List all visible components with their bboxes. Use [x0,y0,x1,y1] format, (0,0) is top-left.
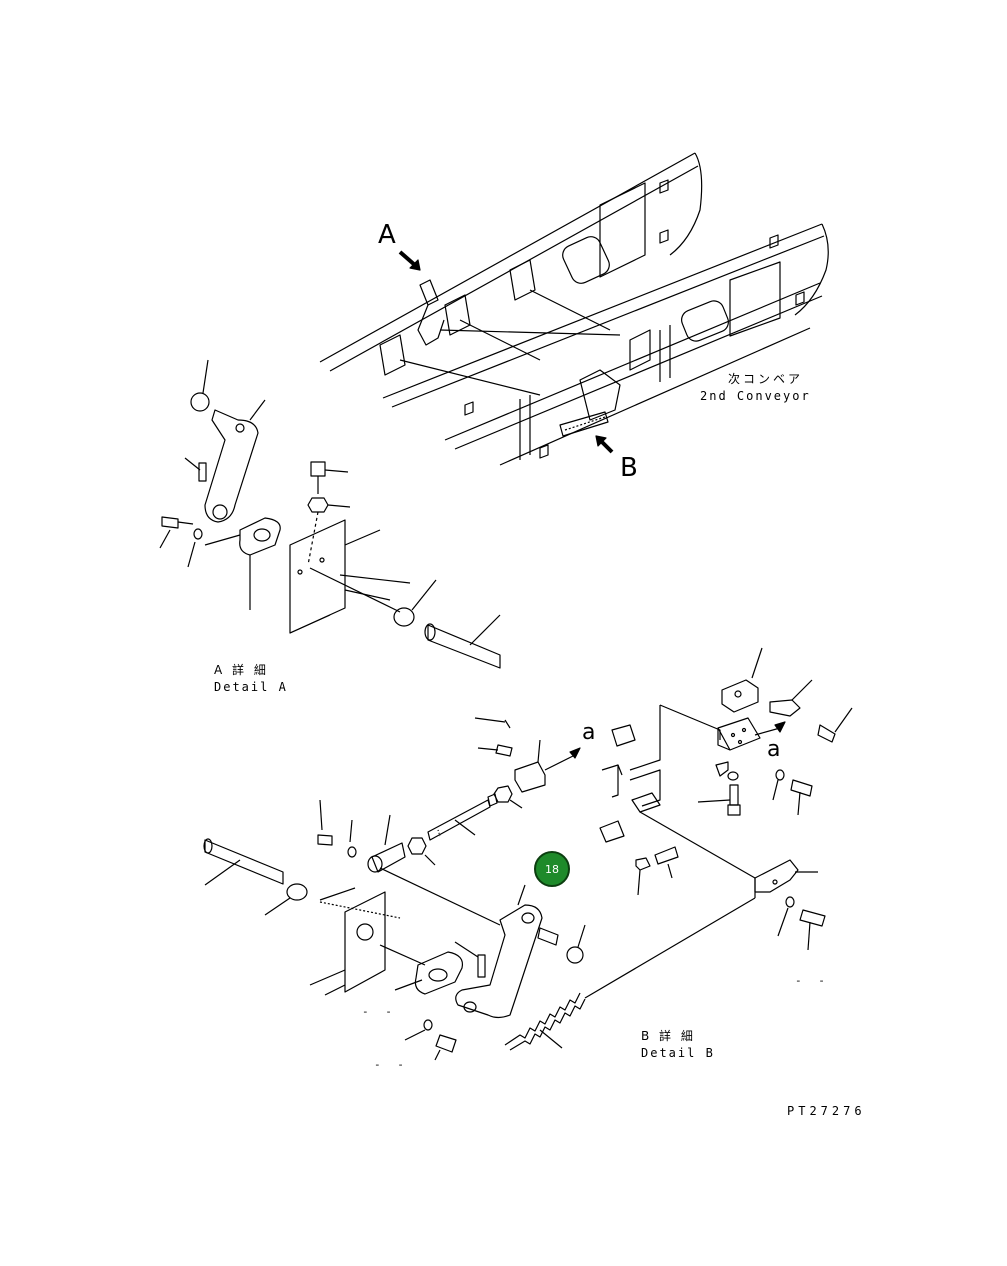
conveyor-label-jp: 次コンベア [728,372,804,386]
detail-b-title-en: Detail B [641,1046,715,1060]
detail-b-assembly [203,647,853,1061]
detail-a-title-en: Detail A [214,680,288,694]
view-label-a: A [378,220,396,250]
view-label-b: B [620,453,638,483]
connector-label-a-right: a [767,737,781,762]
detail-a-assembly [159,359,501,669]
placeholder-left-1: - - [362,1005,397,1018]
part-callout-18[interactable]: 18 [534,851,570,887]
view-arrow-b [595,435,614,454]
conveyor-label-en: 2nd Conveyor [700,389,811,403]
return-spring [504,992,586,1051]
detail-a-title-jp: A 詳 細 [214,663,269,677]
view-arrow-a [398,250,421,271]
detail-b-title-jp: B 詳 細 [641,1029,696,1043]
drawing-number: PT27276 [787,1104,866,1118]
connector-label-a-left: a [582,720,596,745]
conveyor-frame [319,152,829,466]
placeholder-left-2: - - [374,1058,409,1071]
placeholder-right: - - [795,974,830,987]
